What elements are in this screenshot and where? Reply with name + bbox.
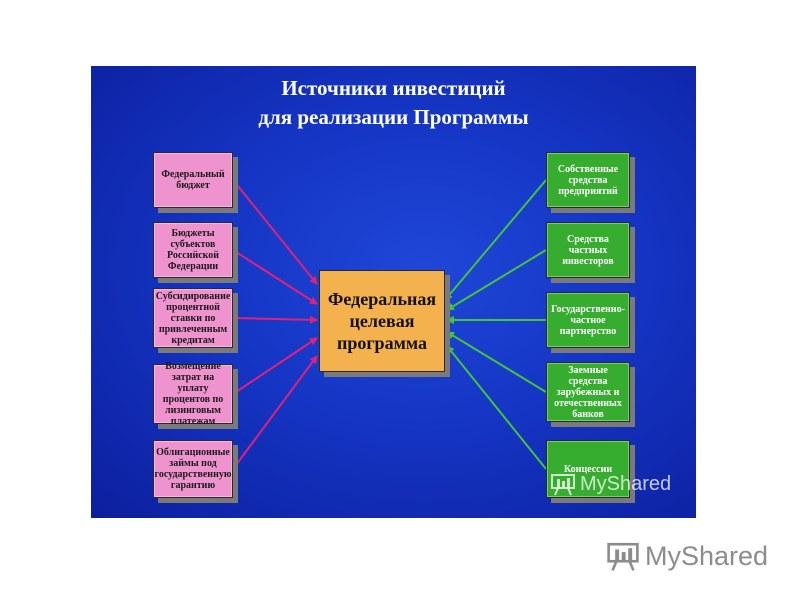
title-line-2: для реализации Программы bbox=[258, 105, 529, 129]
title-line-1: Источники инвестиций bbox=[281, 76, 506, 100]
watermark-text: MyShared bbox=[645, 540, 769, 571]
slide: Источники инвестиций для реализации Прог… bbox=[91, 66, 696, 518]
myshared-logo-icon bbox=[607, 542, 639, 571]
arrow-right-4 bbox=[446, 331, 547, 393]
arrow-left-5 bbox=[232, 355, 318, 470]
right-source-label: Средства частных инвесторов bbox=[562, 233, 614, 267]
right-source-label: Собственные средства предприятий bbox=[557, 163, 619, 197]
watermark-outer: MyShared bbox=[606, 538, 768, 574]
diagram-title: Источники инвестиций для реализации Прог… bbox=[91, 74, 696, 132]
arrow-left-4 bbox=[232, 337, 318, 395]
right-source-1: Собственные средства предприятий bbox=[546, 152, 630, 208]
arrow-left-3 bbox=[232, 315, 318, 324]
right-source-2: Средства частных инвесторов bbox=[546, 222, 630, 278]
right-source-4: Заемные средства зарубежных и отечествен… bbox=[546, 362, 630, 422]
left-source-label: Федеральный бюджет bbox=[161, 169, 225, 191]
left-source-5: Облигационные займы под государственную … bbox=[153, 440, 233, 498]
arrow-right-1 bbox=[444, 179, 547, 301]
right-source-label: Государственно- частное партнерство bbox=[551, 303, 625, 337]
watermark-text: MyShared bbox=[580, 472, 672, 495]
watermark-inner: MyShared bbox=[550, 470, 671, 498]
right-source-5: Концессии bbox=[546, 440, 630, 498]
left-source-3: Субсидирование процентной ставки по прив… bbox=[153, 288, 233, 348]
right-source-label: Заемные средства зарубежных и отечествен… bbox=[554, 364, 622, 420]
left-source-1: Федеральный бюджет bbox=[153, 152, 233, 208]
left-source-label: Облигационные займы под государственную … bbox=[154, 447, 232, 491]
left-source-label: Возмещение затрат на уплату процентов по… bbox=[162, 361, 224, 427]
left-source-label: Субсидирование процентной ставки по прив… bbox=[155, 290, 231, 346]
right-source-label: Концессии bbox=[563, 463, 613, 475]
left-source-2: Бюджеты субъектов Российской Федерации bbox=[153, 222, 233, 278]
center-program-label: Федеральная целевая программа bbox=[327, 289, 437, 353]
arrow-left-2 bbox=[232, 249, 318, 305]
arrows-layer bbox=[232, 179, 547, 470]
right-source-3: Государственно- частное партнерство bbox=[546, 292, 630, 348]
myshared-logo-icon bbox=[551, 474, 575, 496]
arrow-right-2 bbox=[446, 249, 547, 311]
arrow-left-1 bbox=[232, 179, 318, 285]
left-source-label: Бюджеты субъектов Российской Федерации bbox=[166, 228, 220, 272]
center-program-box: Федеральная целевая программа bbox=[319, 270, 445, 372]
arrow-right-5 bbox=[446, 345, 547, 470]
left-source-4: Возмещение затрат на уплату процентов по… bbox=[153, 361, 233, 427]
